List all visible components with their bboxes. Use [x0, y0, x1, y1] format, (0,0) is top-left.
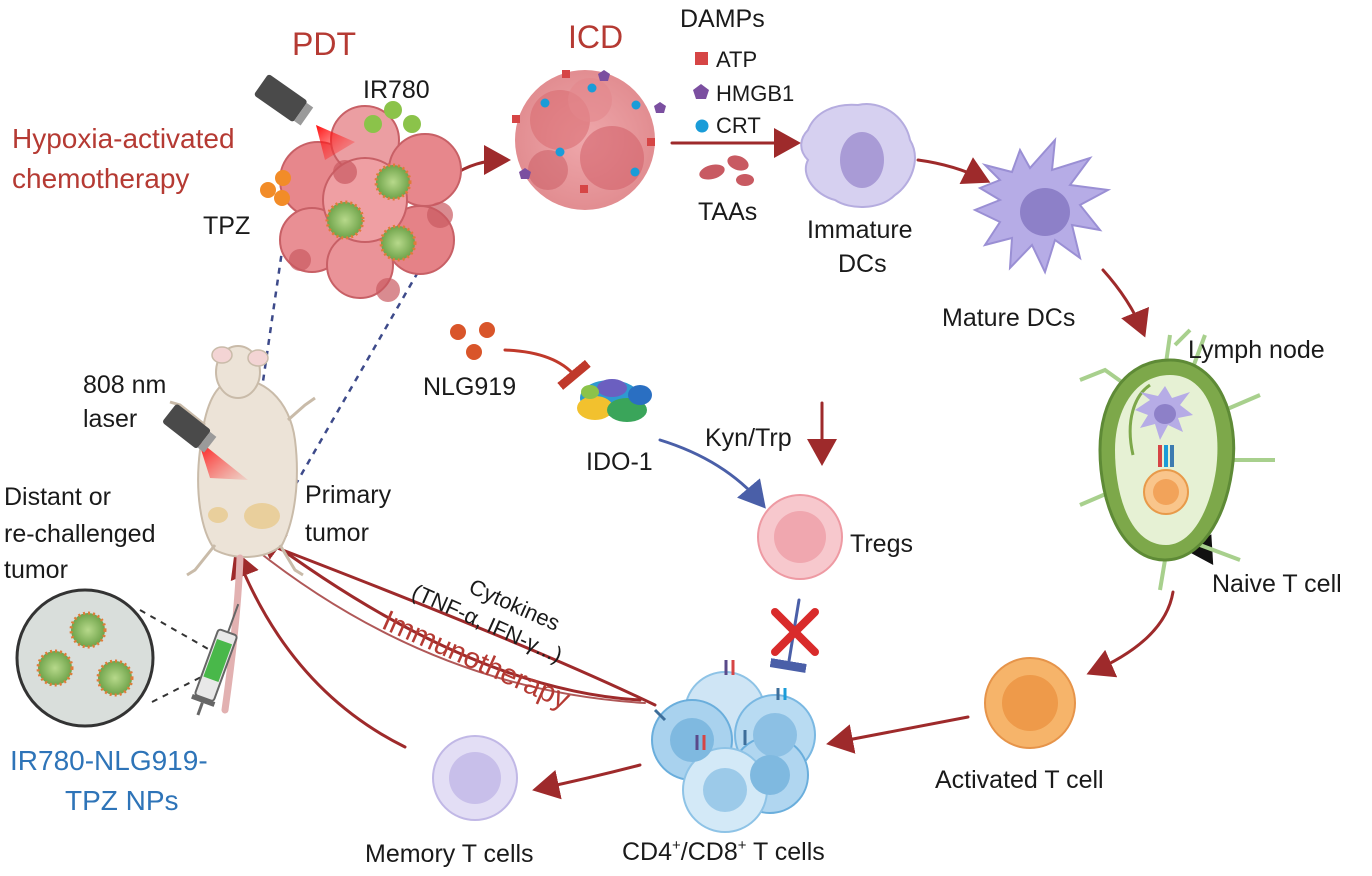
arrow-mature-dc-to-lymph-node — [1101, 268, 1149, 338]
nlg919-label: NLG919 — [423, 373, 516, 401]
mature-dc-cell — [972, 137, 1112, 275]
t-cells-text: T cells — [747, 838, 825, 866]
distant-tumor-line3: tumor — [4, 556, 68, 584]
nanoparticles-in-tumor — [325, 163, 417, 262]
cd4-cd8-t-cells — [651, 660, 816, 833]
distant-tumor-line1: Distant or — [4, 483, 111, 511]
primary-tumor-on-mouse — [244, 503, 280, 529]
mature-dcs-label: Mature DCs — [942, 304, 1075, 332]
immature-dcs-line2: DCs — [838, 250, 887, 278]
arrow-immature-to-mature-dc — [916, 157, 991, 185]
ido1-label: IDO-1 — [586, 448, 653, 476]
inhibit-nlg919-to-ido1 — [503, 348, 591, 390]
cd4-text: CD4 — [622, 838, 672, 866]
arrow-cd4-cd8-to-mouse-upper — [257, 531, 642, 702]
cd4-plus: + — [672, 837, 681, 854]
pdt-label: PDT — [292, 26, 356, 62]
labels: PDT ICD DAMPs ATP HMGB1 CRT TAAs IR780 H… — [4, 5, 1342, 868]
hypoxia-label-line2: chemotherapy — [12, 163, 189, 194]
arrow-cytokines-to-mouse — [231, 529, 646, 704]
distant-tumor-line2: re-challenged — [4, 520, 156, 548]
red-x-icon — [771, 608, 819, 656]
laser-label-line2: laser — [83, 405, 137, 433]
crt-icon — [695, 119, 709, 133]
immature-dc-cell — [800, 103, 916, 208]
ir780-molecules — [364, 101, 421, 133]
cd8-text: /CD8 — [681, 838, 738, 866]
damps-legend — [693, 52, 709, 133]
taas-icon — [699, 155, 754, 186]
hypoxia-label-line1: Hypoxia-activated — [12, 123, 235, 154]
memory-t-cell — [432, 735, 518, 821]
activated-t-cell-label: Activated T cell — [935, 766, 1104, 794]
arrow-cd4-cd8-to-mouse-lower — [219, 521, 657, 707]
primary-tumor-line1: Primary — [305, 481, 392, 509]
syringe-icon — [191, 603, 240, 716]
nanoparticle-zoom — [15, 588, 155, 728]
arrow-naive-to-activated-t — [1086, 590, 1175, 678]
activated-t-cell — [984, 657, 1076, 749]
treg-cell — [757, 494, 843, 580]
arrow-cd4-cd8-to-memory-t — [532, 763, 642, 800]
laser-label-line1: 808 nm — [83, 371, 166, 399]
cd4-cd8-t-cells-label: CD4+/CD8+ T cells — [622, 837, 825, 866]
icd-dying-tumor — [515, 70, 655, 210]
memory-t-cells-label: Memory T cells — [365, 840, 534, 868]
icd-label: ICD — [568, 19, 623, 55]
tpz-label: TPZ — [203, 212, 250, 240]
ido1-protein-icon — [577, 379, 652, 422]
taas-label: TAAs — [698, 198, 757, 226]
arrow-ido1-to-tregs — [658, 438, 766, 509]
laser-device-top — [254, 74, 355, 160]
nps-label-line2: TPZ NPs — [65, 785, 179, 816]
mouse-illustration — [169, 345, 316, 714]
immature-dcs-line1: Immature — [807, 216, 913, 244]
atp-label: ATP — [716, 47, 757, 72]
naive-t-cell-label: Naive T cell — [1212, 570, 1342, 598]
distant-tumor-on-mouse — [208, 507, 228, 523]
crt-label: CRT — [716, 113, 761, 138]
laser-device-mouse — [163, 404, 248, 480]
arrows — [219, 128, 1214, 800]
np-zoom-lines — [139, 609, 211, 703]
nlg919-molecules — [450, 322, 495, 360]
lymph-node — [1079, 328, 1275, 591]
hmgb1-label: HMGB1 — [716, 81, 794, 106]
primary-tumor-cells — [279, 105, 462, 302]
arrow-activated-t-to-cd4-cd8 — [826, 715, 970, 754]
primary-tumor-line2: tumor — [305, 519, 369, 547]
tregs-label: Tregs — [850, 530, 913, 558]
kyn-trp-label: Kyn/Trp — [705, 424, 792, 452]
tpz-molecules — [260, 170, 291, 206]
damps-label: DAMPs — [680, 5, 765, 33]
icd-damps-markers — [512, 70, 666, 193]
cd8-plus: + — [738, 837, 747, 854]
arrow-memory-t-to-mouse — [230, 550, 407, 749]
atp-icon — [695, 52, 708, 65]
ir780-label: IR780 — [363, 76, 430, 104]
hmgb1-icon — [693, 84, 709, 99]
lymph-node-label: Lymph node — [1188, 336, 1325, 364]
nps-label-line1: IR780-NLG919- — [10, 745, 208, 776]
